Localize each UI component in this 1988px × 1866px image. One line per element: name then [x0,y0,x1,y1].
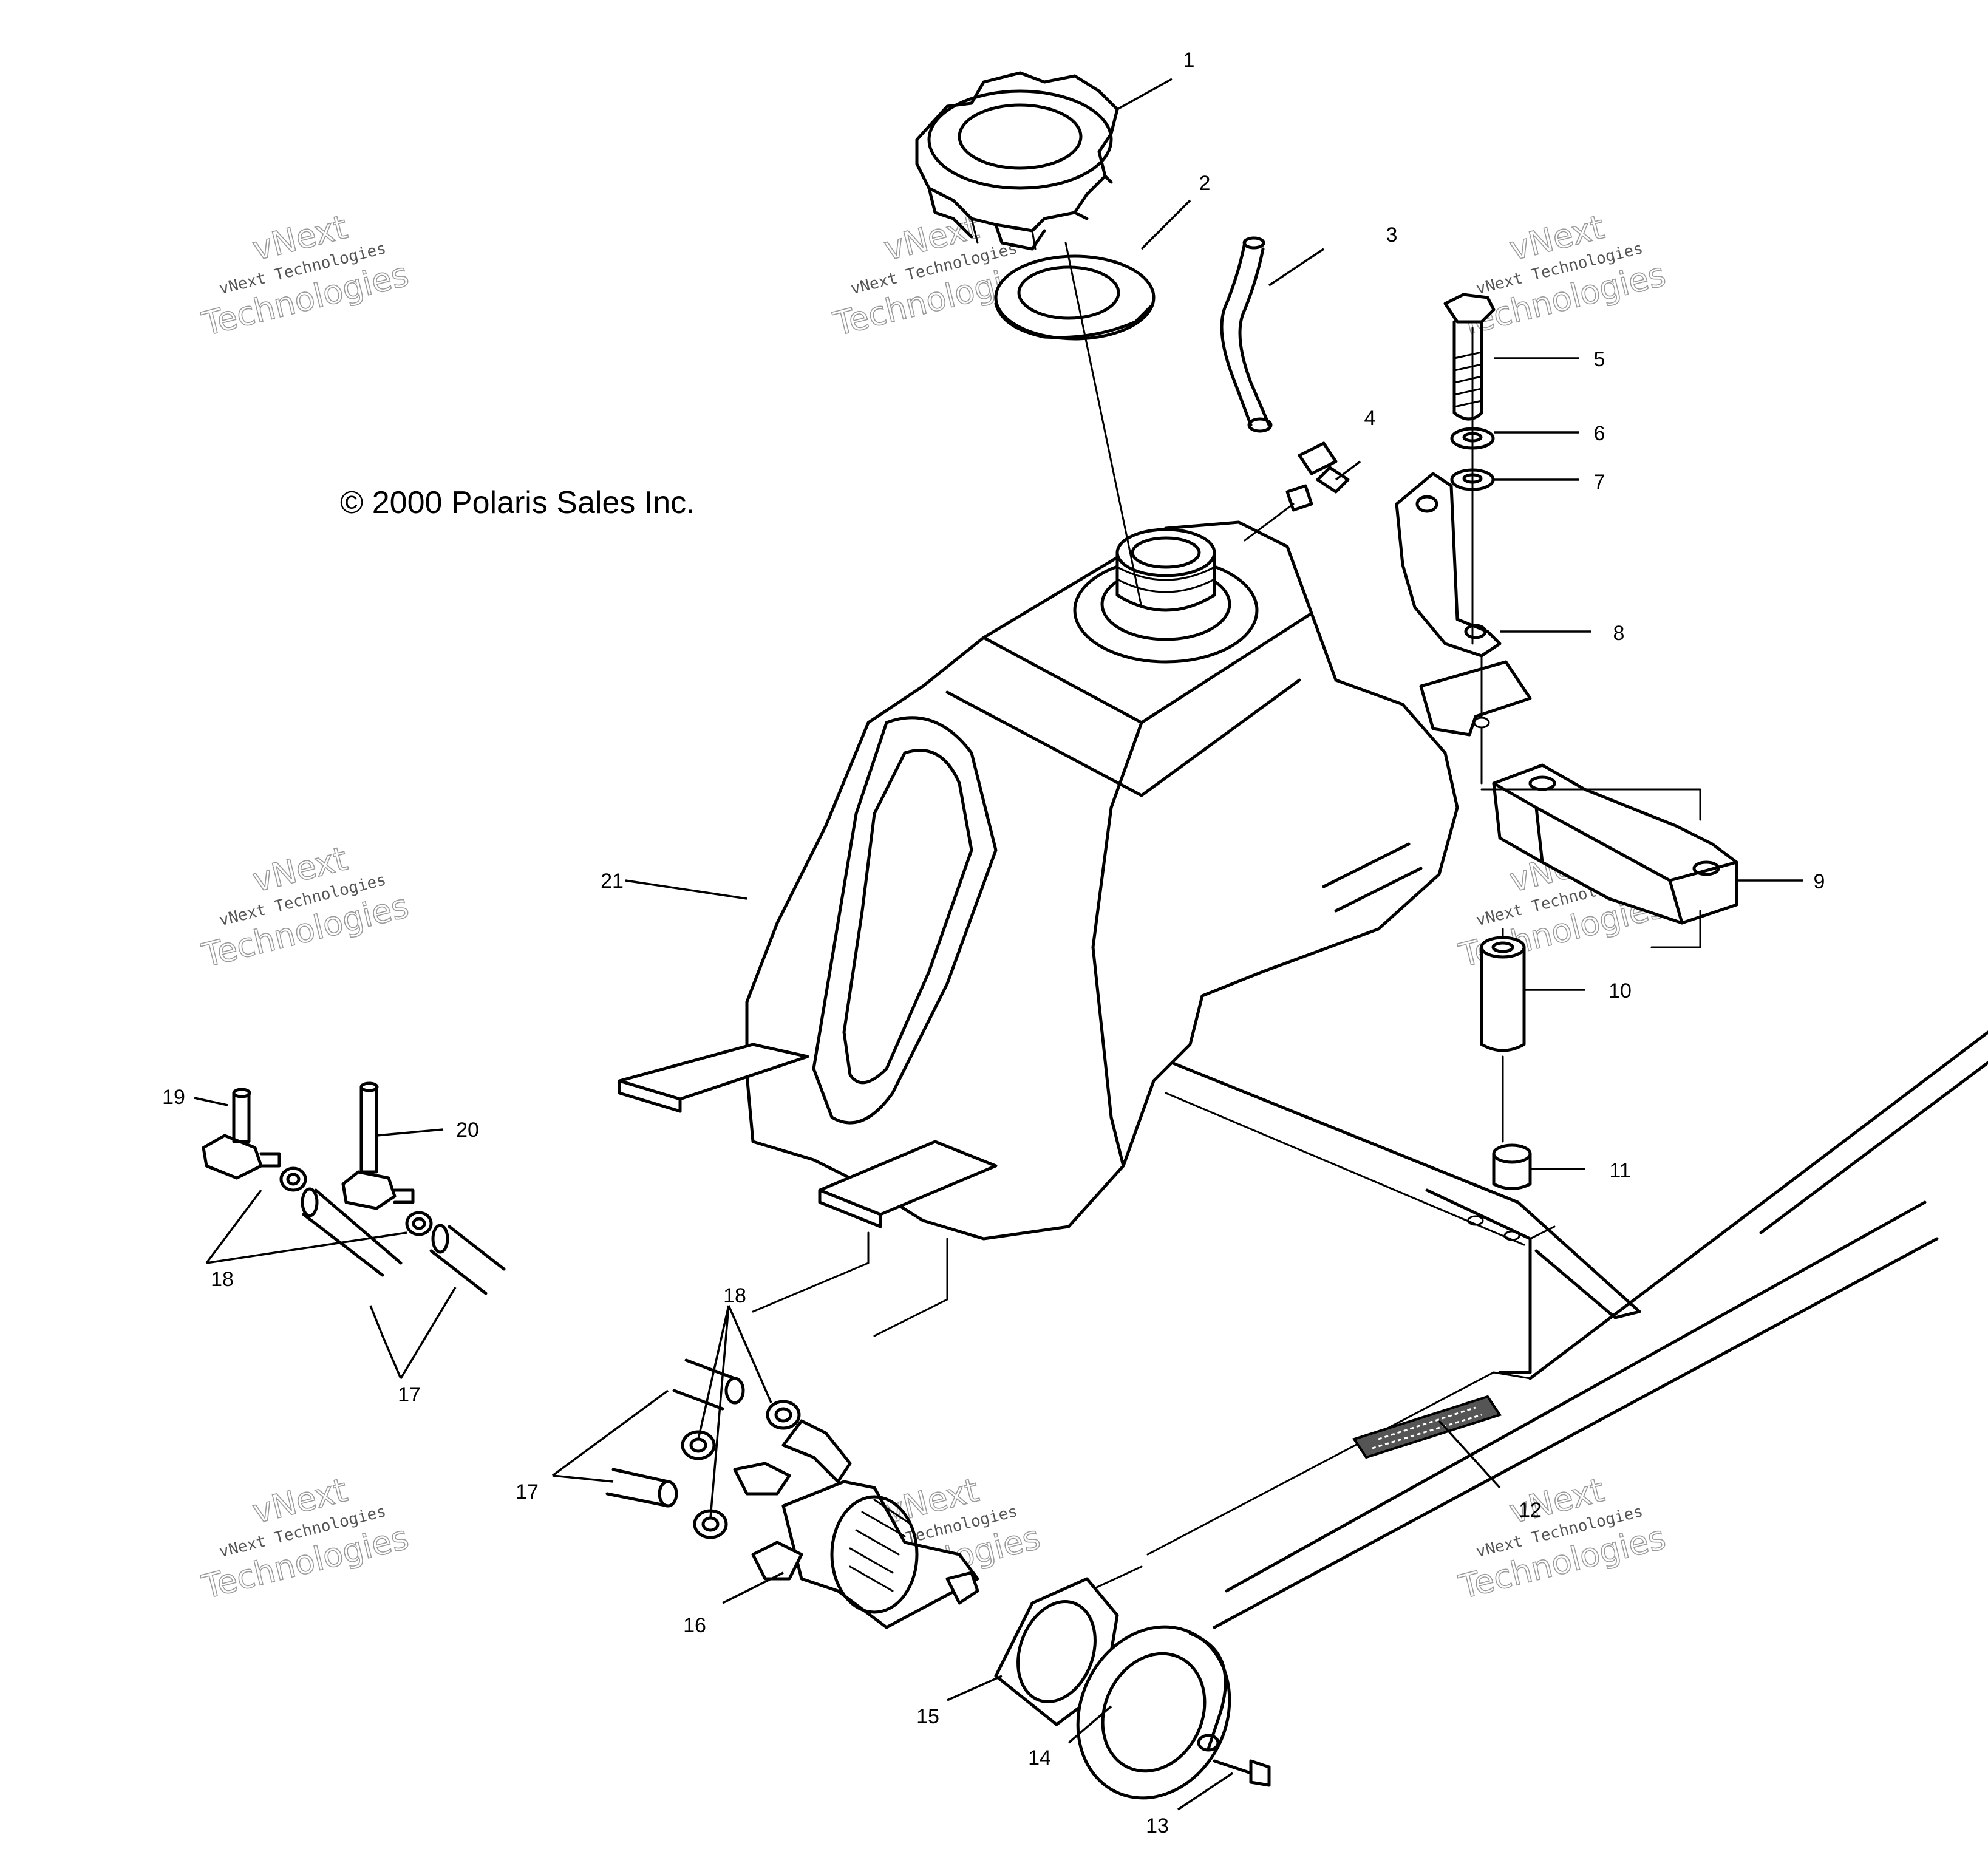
cap-gasket [994,254,1156,341]
screw [1213,1759,1271,1787]
fuel-line [672,1358,745,1411]
tee-fitting [202,1088,281,1180]
callout-19: 19 [162,1086,185,1109]
frame-rail [752,1030,1988,1629]
clamp [766,1400,801,1430]
callout-5: 5 [1594,348,1605,371]
callout-18: 18 [723,1284,746,1307]
callout-3: 3 [1386,223,1398,247]
callout-8: 8 [1613,622,1625,645]
callout-9: 9 [1814,870,1825,893]
callout-10: 10 [1608,979,1632,1003]
vent-hose [1220,236,1273,433]
grommet [1492,1143,1532,1190]
fuel-tank [618,520,1532,1241]
callout-13: 13 [1146,1814,1169,1837]
callout-14: 14 [1028,1746,1051,1769]
gas-cap [915,71,1119,251]
callout-20: 20 [456,1119,479,1142]
callout-2: 2 [1199,172,1211,195]
callout-12: 12 [1519,1499,1542,1522]
clamp [279,1166,307,1192]
callout-4: 4 [1364,407,1376,430]
callout-21: 21 [601,870,624,893]
mount-block [1492,763,1738,925]
clamp [681,1430,716,1460]
bracket [1395,472,1502,658]
fitting [341,1081,415,1210]
bezel [1076,1625,1231,1800]
callout-17: 17 [516,1480,539,1503]
callout-11: 11 [1609,1159,1630,1182]
fuel-line [429,1224,506,1295]
fuel-line [301,1187,403,1277]
fuel-valve [733,1419,979,1629]
clamp [405,1211,433,1236]
copyright-text: © 2000 Polaris Sales Inc. [340,485,695,520]
decal [1352,1395,1502,1459]
callout-17: 17 [398,1383,421,1406]
callout-18: 18 [211,1268,234,1291]
spacer-sleeve [1480,936,1526,1052]
callout-1: 1 [1183,49,1195,72]
callout-6: 6 [1594,422,1605,445]
callout-7: 7 [1594,471,1605,494]
callout-16: 16 [683,1614,706,1637]
callouts: 1 2 3 4 5 6 7 8 9 10 11 12 13 14 15 16 1… [162,49,1825,1837]
bolt [1443,293,1496,421]
fuel-line [605,1468,678,1508]
leader-lines [194,78,1803,1811]
callout-15: 15 [916,1705,939,1728]
